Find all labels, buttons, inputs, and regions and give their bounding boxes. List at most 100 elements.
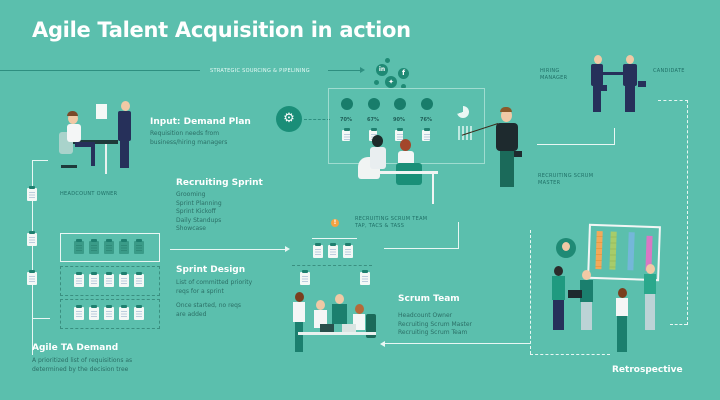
facebook-icon: f: [398, 68, 409, 79]
chair: [396, 163, 422, 185]
text-line: RECRUITING SCRUM: [538, 173, 594, 179]
person-body: [370, 147, 386, 169]
person-body: [353, 314, 365, 330]
text-line: RECRUITING SCRUM TEAM: [355, 216, 428, 222]
laptop-icon: [342, 324, 356, 332]
text-line: Once started, no reqs: [176, 302, 242, 309]
chair: [366, 314, 376, 338]
desk: [73, 140, 118, 144]
woman-body: [591, 64, 603, 86]
left-flow-top: [32, 160, 48, 161]
candidate-stat: 70%: [340, 117, 352, 123]
person-legs: [581, 302, 592, 330]
backlog-doc-icon: [119, 239, 129, 254]
laptop-icon: [320, 324, 334, 332]
person-body: [580, 280, 593, 302]
sprint-box-1: [60, 266, 160, 296]
person-legs: [645, 294, 655, 330]
list-item: Showcase: [176, 225, 206, 232]
candidate-label: CANDIDATE: [653, 68, 685, 74]
arrow-head-icon: [360, 67, 365, 73]
person-head: [594, 55, 602, 64]
briefcase-icon: [514, 151, 522, 157]
retrospective-team-illustration: [548, 262, 663, 357]
team-lead-avatar-icon: [556, 238, 576, 258]
candidate-stat: 76%: [420, 117, 432, 123]
backlog-doc-icon: [89, 239, 99, 254]
backlog-doc-icon: [134, 239, 144, 254]
text-line: reqs for a sprint: [176, 287, 224, 295]
candidate-avatar-icon: [394, 98, 406, 110]
scrum-team-heading: Scrum Team: [398, 294, 460, 304]
person-head: [400, 139, 411, 151]
text-line: TAP, TACs & TASs: [355, 223, 405, 229]
dashed-divider: [292, 265, 372, 266]
page-title: Agile Talent Acquisition in action: [32, 18, 411, 42]
headcount-owner-illustration: [55, 101, 140, 180]
seated-man-head: [68, 113, 78, 124]
person-body: [616, 298, 628, 316]
list-item: Sprint Planning: [176, 199, 222, 207]
sprint-design-text: List of committed priority reqs for a sp…: [176, 279, 252, 319]
sprint-doc-icon: [74, 272, 84, 287]
recruiting-sprint-heading: Recruiting Sprint: [176, 178, 263, 188]
dashed-loop-right: [687, 100, 688, 325]
linkedin-icon: in: [376, 64, 388, 76]
person-head: [295, 292, 304, 302]
candidate-avatar-icon: [341, 98, 353, 110]
dashed-loop-vertical: [530, 230, 531, 354]
req-doc-icon: [343, 243, 353, 258]
scrum-team-meeting-illustration: [290, 292, 380, 362]
chart-icon: [457, 106, 469, 118]
bottom-alert-icon: !: [331, 219, 339, 227]
sprint-doc-icon: [104, 305, 114, 320]
list-item: Daily Standups: [176, 216, 222, 224]
flow-line: [458, 222, 459, 249]
dashed-connector: [304, 119, 330, 120]
flow-line: [537, 144, 614, 145]
man-body: [623, 64, 637, 86]
text-line: are added: [176, 310, 207, 318]
left-flow-line: [32, 160, 33, 355]
requisition-doc-icon: [27, 270, 37, 285]
person-head: [646, 264, 655, 274]
sprint-doc-icon: [74, 305, 84, 320]
person-legs: [295, 322, 303, 352]
left-flow-bottom: [32, 318, 50, 319]
sprint-doc-icon: [104, 272, 114, 287]
hair: [500, 107, 512, 112]
backlog-doc-icon: [104, 239, 114, 254]
text-line: Requisition needs from: [150, 130, 220, 137]
resume-doc-icon: [422, 128, 430, 141]
flow-arrow: [170, 249, 285, 250]
text-line: List of committed priority: [176, 279, 253, 286]
arrow-head-icon: [285, 246, 290, 252]
flow-line: [384, 248, 459, 249]
standing-woman-body: [118, 111, 131, 141]
requisition-doc-icon: [27, 231, 37, 246]
candidate-stat: 90%: [393, 117, 405, 123]
person-head: [335, 294, 344, 304]
sprint-doc-icon: [134, 272, 144, 287]
standing-woman-head: [121, 101, 130, 111]
desk: [378, 171, 438, 174]
sprint-doc-icon: [89, 305, 99, 320]
input-demand-plan-text: Requisition needs from business/hiring m…: [150, 130, 227, 147]
recruiting-scrum-team-label: RECRUITING SCRUM TEAM TAP, TACs & TASs: [355, 216, 427, 230]
table: [298, 332, 376, 335]
handshake-illustration: [588, 55, 648, 115]
person-head: [316, 300, 325, 310]
list-item: Headcount Owner: [398, 312, 453, 319]
recruiting-sprint-list: Grooming Sprint Planning Sprint Kickoff …: [176, 191, 222, 234]
scrum-team-desk-illustration: [358, 135, 448, 205]
req-doc-icon: [313, 243, 323, 258]
sprint-doc-icon: [119, 272, 129, 287]
woman-legs: [593, 86, 601, 112]
person-head: [626, 55, 634, 64]
desk-leg: [105, 144, 107, 174]
seated-man-legs: [75, 142, 95, 147]
person-head: [582, 270, 591, 280]
sprint-doc-icon: [134, 305, 144, 320]
list-item: Grooming: [176, 191, 206, 198]
sourcing-arrow: [328, 70, 362, 71]
